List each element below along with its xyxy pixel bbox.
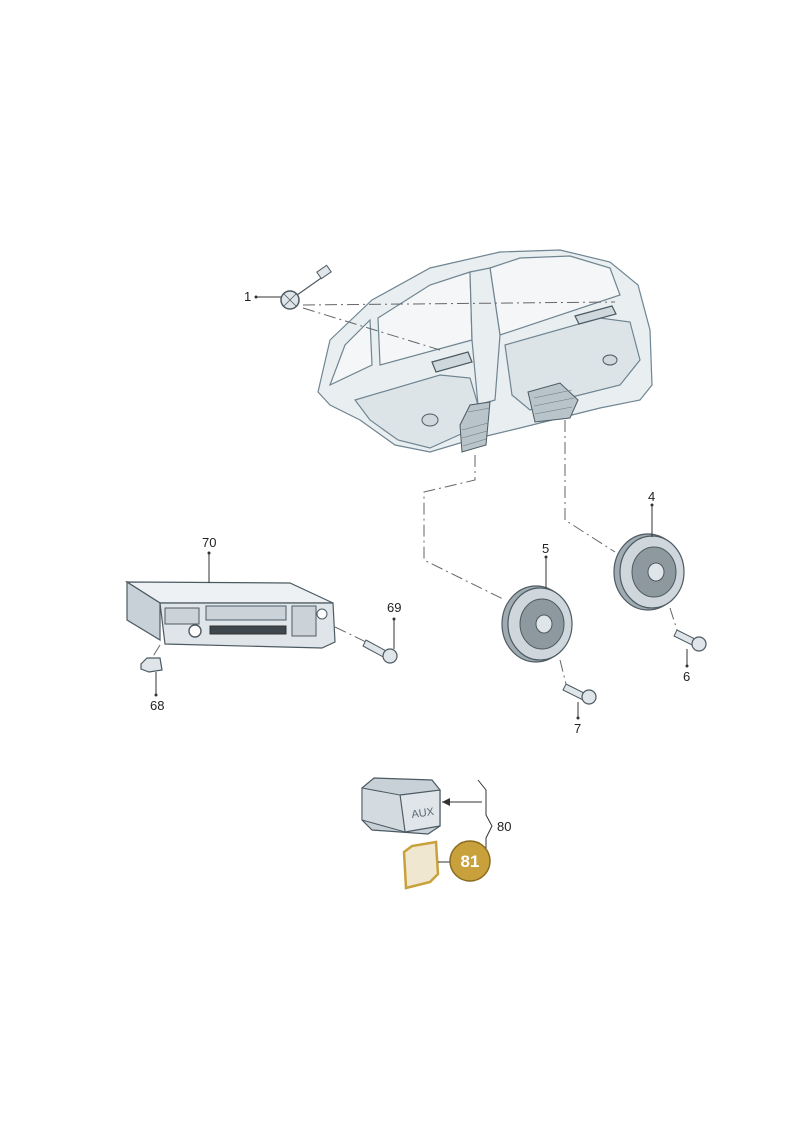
callout-69: 69: [387, 600, 401, 615]
aux-label: AUX: [411, 806, 436, 821]
car-body-doors: [317, 249, 653, 453]
callout-68: 68: [150, 698, 164, 713]
callout-1: 1: [244, 289, 251, 304]
callout-80: 80: [497, 819, 511, 834]
highlight-badge-81[interactable]: 81: [449, 840, 491, 882]
part-radio-unit: [124, 580, 336, 649]
callout-7: 7: [574, 721, 581, 736]
part-screw-7: [562, 683, 597, 705]
part-speaker-4: [613, 533, 685, 611]
part-speaker-5: [501, 585, 573, 663]
part-aux-socket: [361, 777, 441, 835]
part-screw-6: [673, 629, 707, 652]
callout-5: 5: [542, 541, 549, 556]
part-pad-81: [402, 840, 440, 890]
callout-70: 70: [202, 535, 216, 550]
callout-81: 81: [461, 852, 480, 871]
part-tweeter: [280, 264, 332, 310]
callout-4: 4: [648, 489, 655, 504]
callout-6: 6: [683, 669, 690, 684]
part-screw-69: [362, 639, 398, 664]
part-clip: [140, 657, 163, 673]
assembly-lines: [151, 301, 678, 685]
